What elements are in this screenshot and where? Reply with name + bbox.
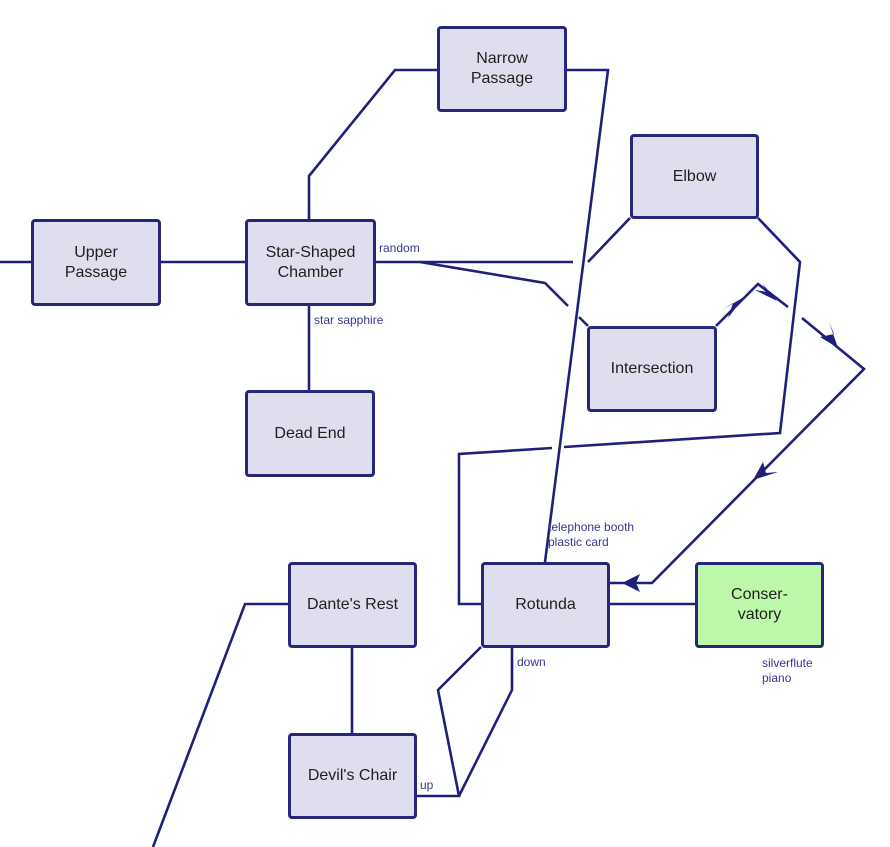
edge-elbow-rotunda xyxy=(563,217,802,449)
label-down: down xyxy=(517,655,546,669)
label-star-sapphire: star sapphire xyxy=(314,313,384,327)
arrow-head-4 xyxy=(753,462,778,480)
room-narrow-passage[interactable]: Narrow Passage xyxy=(437,26,567,112)
room-label: Elbow xyxy=(672,167,717,185)
room-label: Narrow Passage xyxy=(470,50,534,87)
edge-intersection-rotunda xyxy=(715,282,789,327)
room-label: Conser- vatory xyxy=(731,586,788,623)
room-label: Dead End xyxy=(274,424,346,442)
label-rotunda-items: telephone booth plastic card xyxy=(548,520,635,549)
room-dead-end[interactable]: Dead End xyxy=(245,390,375,477)
edge-narrow-rotunda xyxy=(543,68,610,563)
room-label: Devil's Chair xyxy=(307,767,398,784)
room-label: Upper Passage xyxy=(64,243,128,281)
room-devils-chair[interactable]: Devil's Chair xyxy=(288,733,417,819)
label-random: random xyxy=(379,241,420,255)
edge-rotunda-down-devils xyxy=(457,647,514,797)
room-conservatory[interactable]: Conser- vatory xyxy=(695,562,824,648)
edge-star-intersection-cont xyxy=(578,316,589,327)
edge-dantes-south-west xyxy=(151,602,288,847)
arrow-head-5 xyxy=(622,574,640,592)
edge-star-elbow-cont xyxy=(587,217,631,263)
room-upper-passage[interactable]: Upper Passage xyxy=(31,219,161,306)
edge-star-intersection xyxy=(419,260,569,307)
room-label: Star-Shaped Chamber xyxy=(265,243,356,281)
arrow-head-2 xyxy=(755,283,777,301)
room-elbow[interactable]: Elbow xyxy=(630,134,759,219)
edge-star-narrow xyxy=(307,68,437,219)
room-label: Rotunda xyxy=(515,596,576,613)
arrow-head-3 xyxy=(820,322,838,348)
room-dantes-rest[interactable]: Dante's Rest xyxy=(288,562,417,648)
room-label: Intersection xyxy=(610,360,694,377)
room-label: Dante's Rest xyxy=(306,596,399,613)
room-intersection[interactable]: Intersection xyxy=(587,326,717,412)
edge-elbow-rotunda-cont xyxy=(457,446,553,606)
label-up: up xyxy=(420,778,434,792)
edge-devils-up-rotunda xyxy=(416,646,482,798)
room-rotunda[interactable]: Rotunda xyxy=(481,562,610,648)
room-star-shaped-chamber[interactable]: Star-Shaped Chamber xyxy=(245,219,376,306)
arrow-head-1 xyxy=(722,297,744,318)
label-conservatory-items: silverflute piano xyxy=(762,656,813,685)
